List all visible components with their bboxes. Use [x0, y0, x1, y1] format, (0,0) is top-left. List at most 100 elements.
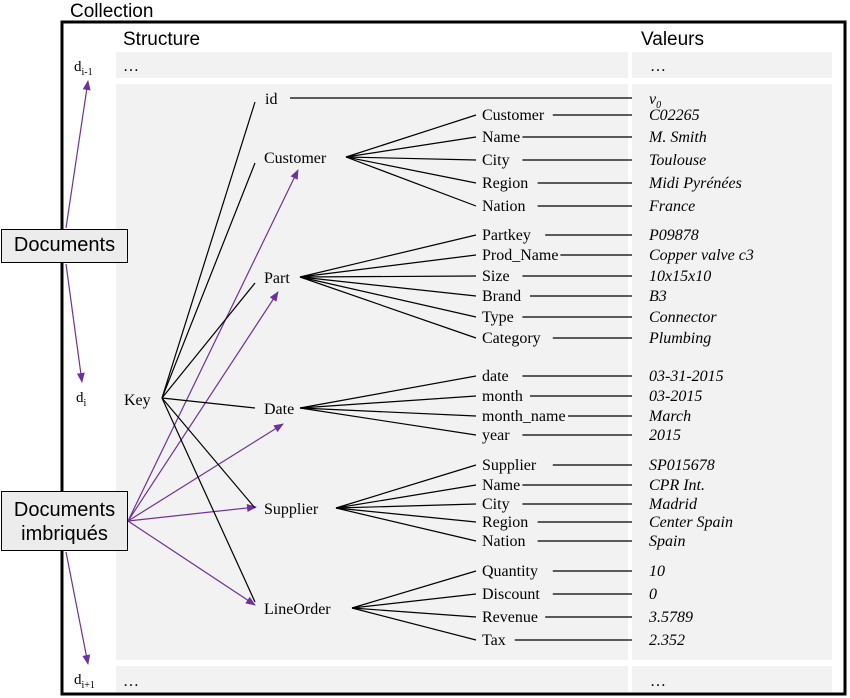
customer-name-value: M. Smith — [648, 129, 707, 146]
lineorder-discount-field-label: Discount — [482, 586, 540, 603]
lineorder-revenue-branch — [351, 607, 477, 618]
nested-to-date-arrow — [127, 423, 284, 522]
supplier-name-field-label: Name — [482, 477, 520, 494]
doc-next-label: di+1 — [74, 672, 95, 691]
customer-group-label: Customer — [264, 150, 327, 167]
part-partkey-field-label: Partkey — [482, 227, 531, 244]
collection-label: Collection — [70, 1, 153, 22]
structure-header: Structure — [123, 29, 200, 50]
supplier-nation-value: Spain — [649, 533, 685, 550]
part-partkey-branch — [299, 234, 477, 278]
supplier-supplier-field-label: Supplier — [482, 457, 537, 474]
lineorder-tax-branch — [351, 607, 477, 641]
key-to-id-line — [161, 101, 256, 399]
customer-region-field-label: Region — [482, 175, 528, 192]
values-panel — [632, 84, 832, 660]
key-label: Key — [124, 392, 151, 409]
part-size-value: 10x15x10 — [649, 268, 711, 285]
values-header: Valeurs — [641, 29, 704, 50]
customer-nation-value: France — [648, 198, 695, 215]
part-type-field-label: Type — [482, 309, 514, 326]
lineorder-discount-branch — [351, 593, 477, 609]
supplier-name-value: CPR Int. — [649, 477, 705, 494]
part-category-branch — [299, 276, 477, 339]
customer-customer-branch — [345, 114, 477, 158]
supplier-city-field-label: City — [482, 496, 510, 513]
supplier-region-branch — [335, 507, 477, 523]
supplier-group-label: Supplier — [264, 501, 319, 518]
next-structure-ellipsis: … — [123, 673, 139, 690]
customer-city-field-label: City — [482, 152, 510, 169]
prev-values-ellipsis: … — [650, 58, 666, 75]
supplier-region-value: Center Spain — [649, 514, 733, 531]
customer-nation-branch — [345, 156, 477, 207]
customer-customer-value: C02265 — [649, 107, 700, 124]
lineorder-revenue-value: 3.5789 — [648, 609, 693, 626]
part-type-branch — [299, 276, 477, 318]
key-to-supplier-line — [161, 397, 256, 509]
date-group-label: Date — [264, 401, 294, 418]
date-year-field-label: year — [482, 427, 510, 444]
nested-documents-line2: imbriqués — [21, 523, 108, 545]
reference-arrows — [65, 80, 299, 665]
lineorder-revenue-field-label: Revenue — [482, 609, 538, 626]
part-partkey-value: P09878 — [648, 227, 699, 244]
lineorder-discount-value: 0 — [649, 586, 657, 603]
nested-documents-callout: Documents imbriqués — [1, 491, 128, 551]
documents-to-prev-arrow — [65, 80, 91, 229]
lineorder-tax-value: 2.352 — [649, 632, 685, 649]
prev-structure-ellipsis: … — [123, 58, 139, 75]
date-date-branch — [299, 375, 477, 409]
date-date-field-label: date — [482, 368, 509, 385]
part-size-branch — [299, 275, 477, 278]
part-brand-value: B3 — [649, 288, 667, 305]
date-month-branch — [299, 395, 477, 409]
documents-callout: Documents — [1, 229, 128, 263]
customer-region-value: Midi Pyrénées — [648, 175, 742, 192]
date-month-name-branch — [299, 407, 477, 417]
date-month-name-field-label: month_name — [482, 408, 566, 425]
part-prod-name-branch — [299, 254, 477, 278]
part-brand-branch — [299, 276, 477, 297]
part-prod-name-value: Copper valve c3 — [649, 247, 754, 264]
customer-customer-field-label: Customer — [482, 107, 545, 124]
doc-current-label: di — [76, 390, 87, 409]
customer-nation-field-label: Nation — [482, 198, 526, 215]
structure-panel — [116, 84, 628, 660]
date-month-name-value: March — [648, 408, 691, 425]
part-prod-name-field-label: Prod_Name — [482, 247, 558, 264]
key-to-lineorder-line — [161, 397, 256, 603]
supplier-city-value: Madrid — [648, 496, 698, 513]
supplier-supplier-value: SP015678 — [649, 457, 715, 474]
nested-to-next-arrow — [65, 551, 91, 665]
lineorder-tax-field-label: Tax — [482, 632, 506, 649]
supplier-supplier-branch — [335, 464, 477, 509]
date-month-field-label: month — [482, 388, 523, 405]
date-month-value: 03-2015 — [649, 388, 702, 405]
nested-to-part-arrow — [127, 291, 279, 522]
customer-region-branch — [345, 156, 477, 184]
supplier-nation-branch — [335, 507, 477, 542]
date-year-value: 2015 — [649, 427, 681, 444]
nested-to-customer-arrow — [127, 169, 299, 522]
prev-values-panel — [632, 52, 832, 78]
customer-name-field-label: Name — [482, 129, 520, 146]
lineorder-group-label: LineOrder — [264, 601, 331, 618]
nested-documents-line1: Documents — [13, 499, 116, 521]
nested-to-lineorder-arrow — [127, 520, 256, 606]
key-to-date-line — [161, 397, 256, 409]
lineorder-quantity-value: 10 — [649, 563, 665, 580]
key-to-customer-line — [161, 162, 256, 399]
part-size-field-label: Size — [482, 268, 510, 285]
part-type-value: Connector — [649, 309, 717, 326]
customer-city-value: Toulouse — [649, 152, 706, 169]
customer-city-branch — [345, 156, 477, 161]
next-structure-panel — [116, 666, 628, 692]
part-group-label: Part — [264, 270, 290, 287]
documents-to-current-arrow — [65, 263, 85, 383]
part-category-value: Plumbing — [648, 330, 711, 347]
nested-to-supplier-arrow — [127, 504, 257, 522]
prev-structure-panel — [116, 52, 628, 78]
